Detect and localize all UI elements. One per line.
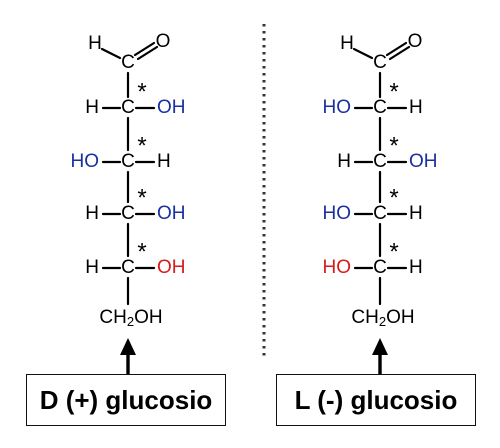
c-h-bond bbox=[100, 47, 122, 60]
left-substituent-oh: HO bbox=[71, 151, 100, 172]
aldehyde-c-atom: C bbox=[121, 52, 135, 73]
c-o-double-bond-1 bbox=[133, 41, 156, 57]
c-o-double-bond-2 bbox=[388, 45, 411, 61]
chiral-carbon-atom: C bbox=[373, 97, 387, 118]
chiral-center-star: * bbox=[389, 184, 398, 211]
d-glucose-label-text: D (+) glucosio bbox=[39, 384, 213, 415]
chiral-center-star: * bbox=[389, 78, 398, 105]
ch2oh-ch: CH bbox=[99, 307, 126, 328]
chiral-carbon-atom: C bbox=[121, 151, 135, 172]
chiral-carbon-atom: C bbox=[121, 203, 135, 224]
l-glucose-label-text: L (-) glucosio bbox=[294, 384, 458, 415]
chiral-carbon-atom: C bbox=[373, 257, 387, 278]
right-substituent-h: H bbox=[409, 97, 423, 118]
c-o-double-bond-1 bbox=[385, 41, 408, 57]
aldehyde-o-atom: O bbox=[408, 31, 423, 52]
chiral-center-star: * bbox=[137, 184, 146, 211]
l-glucose-label: L (-) glucosio bbox=[276, 374, 476, 426]
chiral-center-star: * bbox=[137, 132, 146, 159]
chiral-carbon-atom: C bbox=[373, 151, 387, 172]
chiral-carbon-atom: C bbox=[121, 257, 135, 278]
ch2oh-oh: OH bbox=[134, 307, 163, 328]
right-substituent-h: H bbox=[157, 151, 171, 172]
chiral-center-star: * bbox=[137, 78, 146, 105]
aldehyde-c-atom: C bbox=[373, 52, 387, 73]
arrow-head bbox=[372, 338, 388, 355]
chiral-center-star: * bbox=[137, 238, 146, 265]
d-glucose-label: D (+) glucosio bbox=[26, 374, 226, 426]
right-substituent-h: H bbox=[409, 203, 423, 224]
right-substituent-oh: OH bbox=[409, 151, 438, 172]
right-substituent-h: H bbox=[409, 257, 423, 278]
aldehyde-o-atom: O bbox=[156, 31, 171, 52]
right-substituent-oh: OH bbox=[157, 257, 186, 278]
left-substituent-h: H bbox=[85, 97, 99, 118]
chiral-carbon-atom: C bbox=[121, 97, 135, 118]
ch2oh-group: CH2OH bbox=[99, 307, 162, 329]
aldehyde-h-atom: H bbox=[88, 33, 102, 54]
chiral-center-star: * bbox=[389, 132, 398, 159]
ch2oh-oh: OH bbox=[386, 307, 415, 328]
chiral-center-star: * bbox=[389, 238, 398, 265]
ch2oh-subscript: 2 bbox=[379, 314, 386, 329]
ch2oh-ch: CH bbox=[351, 307, 378, 328]
right-substituent-oh: OH bbox=[157, 203, 186, 224]
left-substituent-h: H bbox=[85, 257, 99, 278]
c-o-double-bond-2 bbox=[136, 45, 159, 61]
left-substituent-h: H bbox=[337, 151, 351, 172]
left-substituent-oh: HO bbox=[323, 257, 352, 278]
left-substituent-oh: HO bbox=[323, 203, 352, 224]
arrow-head bbox=[120, 338, 136, 355]
right-substituent-oh: OH bbox=[157, 97, 186, 118]
chiral-carbon-atom: C bbox=[373, 203, 387, 224]
ch2oh-subscript: 2 bbox=[127, 314, 134, 329]
aldehyde-h-atom: H bbox=[340, 33, 354, 54]
c-h-bond bbox=[352, 47, 374, 60]
ch2oh-group: CH2OH bbox=[351, 307, 414, 329]
left-substituent-oh: HO bbox=[323, 97, 352, 118]
left-substituent-h: H bbox=[85, 203, 99, 224]
